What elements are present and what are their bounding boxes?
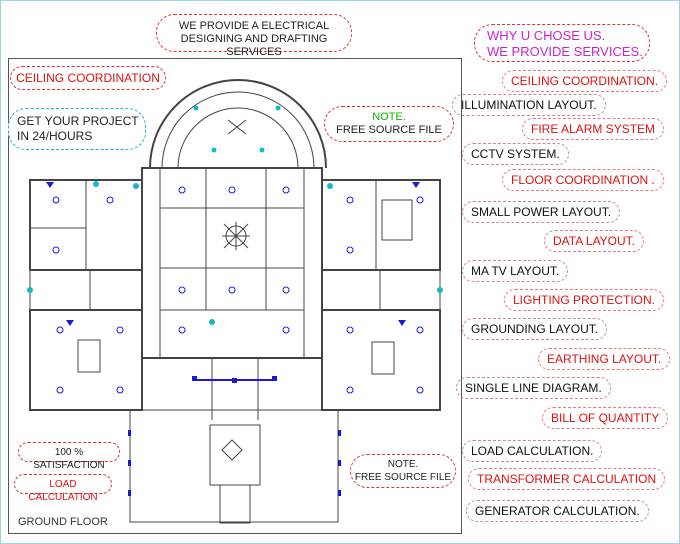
service-item: TRANSFORMER CALCULATION bbox=[468, 468, 666, 490]
header-title-line1: WE PROVIDE A ELECTRICAL bbox=[178, 20, 330, 32]
load-calculation-note: LOAD CALCULATION bbox=[14, 474, 112, 503]
why-us-cloud: WHY U CHOSE US. WE PROVIDE SERVICES. bbox=[474, 24, 650, 62]
service-item: LOAD CALCULATION. bbox=[462, 440, 603, 462]
service-item: CCTV SYSTEM. bbox=[462, 143, 569, 165]
note-bottom-label: NOTE. bbox=[387, 459, 419, 470]
service-item: EARTHING LAYOUT. bbox=[538, 348, 671, 370]
note-top-label: NOTE. bbox=[372, 111, 406, 123]
service-item: SINGLE LINE DIAGRAM. bbox=[456, 377, 611, 399]
header-title-line2: DESIGNING AND DRAFTING SERVICES bbox=[180, 33, 328, 58]
service-item: BILL OF QUANTITY bbox=[542, 407, 669, 429]
service-item: SMALL POWER LAYOUT. bbox=[462, 201, 621, 223]
service-item: GROUNDING LAYOUT. bbox=[462, 318, 608, 340]
note-top-text: FREE SOURCE FILE bbox=[336, 124, 442, 136]
note-top-cloud: NOTE. FREE SOURCE FILE bbox=[324, 106, 454, 142]
drawing-frame bbox=[8, 58, 462, 534]
note-bottom-text: FREE SOURCE FILE bbox=[354, 472, 452, 483]
header-cloud: WE PROVIDE A ELECTRICAL DESIGNING AND DR… bbox=[156, 14, 352, 58]
project-turnaround-note: GET YOUR PROJECT IN 24/HOURS bbox=[8, 108, 146, 150]
service-item: LIGHTING PROTECTION. bbox=[504, 289, 665, 311]
service-item: MA TV LAYOUT. bbox=[462, 260, 569, 282]
service-item: CEILING COORDINATION. bbox=[502, 70, 668, 92]
service-item: DATA LAYOUT. bbox=[544, 230, 645, 252]
service-item: ILLUMINATION LAYOUT. bbox=[452, 94, 606, 116]
project-line2: IN 24/HOURS bbox=[17, 129, 93, 143]
service-item: FIRE ALARM SYSTEM bbox=[522, 118, 665, 140]
service-item: GENERATOR CALCULATION. bbox=[466, 500, 649, 522]
note-bottom-cloud: NOTE. FREE SOURCE FILE bbox=[350, 454, 456, 488]
satisfaction-note: 100 % SATISFACTION bbox=[18, 442, 120, 471]
service-item: FLOOR COORDINATION . bbox=[502, 169, 664, 191]
ground-floor-label: GROUND FLOOR bbox=[18, 516, 108, 528]
why-line1: WHY U CHOSE US. bbox=[487, 28, 606, 43]
ceiling-coordination-note: CEILING COORDINATION bbox=[10, 66, 166, 90]
why-line2: WE PROVIDE SERVICES. bbox=[487, 44, 643, 59]
project-line1: GET YOUR PROJECT bbox=[17, 114, 139, 128]
